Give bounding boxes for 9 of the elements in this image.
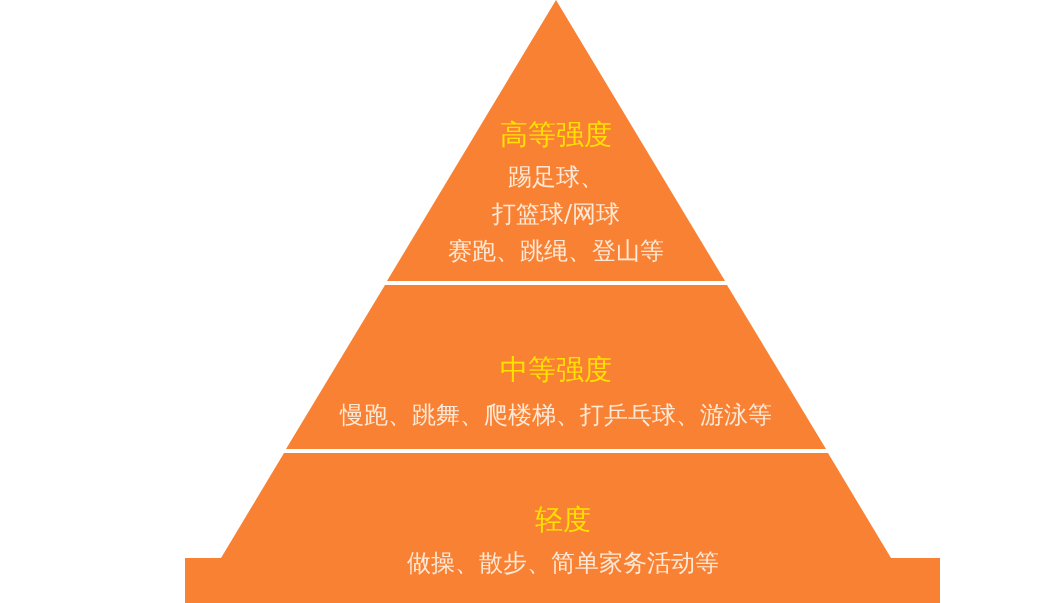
- pyramid-tier: [387, 0, 725, 281]
- activity-list: 踢足球、打篮球/网球赛跑、跳绳、登山等: [442, 159, 670, 270]
- activity-list: 做操、散步、简单家务活动等: [406, 548, 719, 578]
- pyramid-tier: [286, 285, 826, 449]
- tier-title: 中等强度: [500, 353, 612, 387]
- tier-title: 轻度: [534, 503, 591, 537]
- tier-title: 高等强度: [500, 118, 612, 152]
- activity-list: 慢跑、跳舞、爬楼梯、打乒乓球、游泳等: [340, 400, 772, 430]
- pyramid-tier: [185, 453, 940, 603]
